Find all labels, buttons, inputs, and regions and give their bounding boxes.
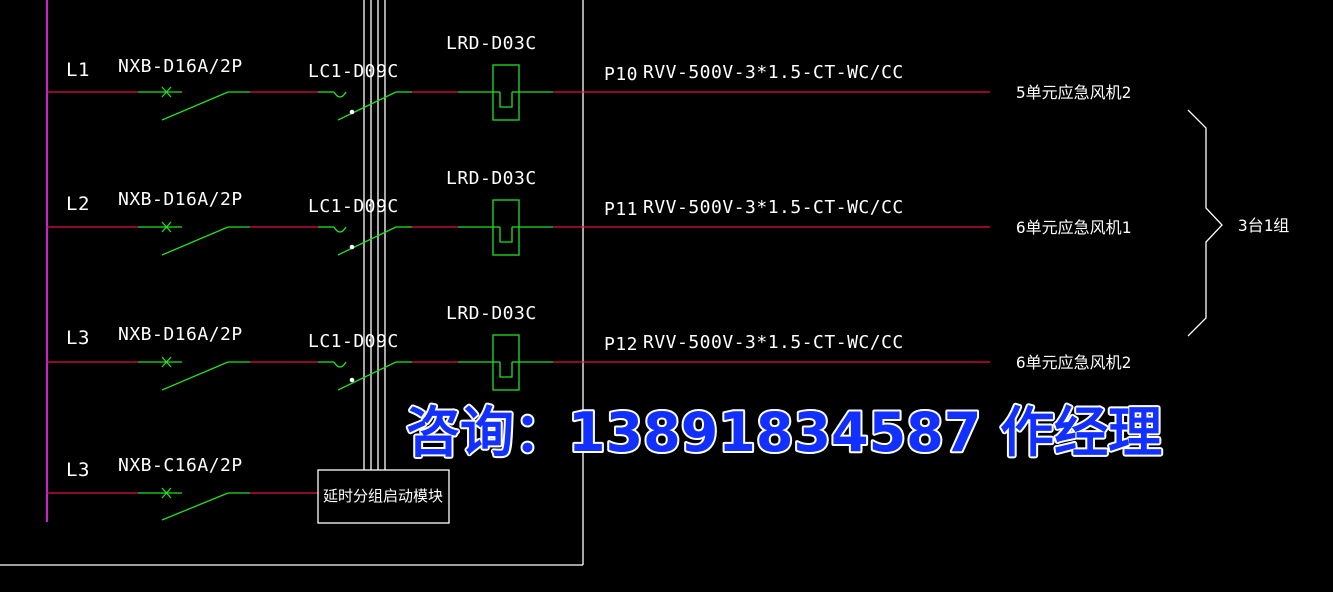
- phase-label: L3: [66, 459, 90, 481]
- panel-frame: [0, 0, 584, 566]
- breaker-symbol: [138, 86, 250, 121]
- contactor-symbol: [318, 361, 412, 391]
- relay-symbol: [458, 64, 553, 121]
- cable-spec: RVV-500V-3*1.5-CT-WC/CC: [643, 197, 904, 218]
- circuit-number: P11: [604, 199, 638, 220]
- load-label: 6单元应急风机1: [1016, 218, 1131, 237]
- module-label: 延时分组启动模块: [323, 487, 443, 505]
- contactor-symbol: [318, 226, 412, 256]
- circuit-number: P12: [604, 334, 638, 355]
- phase-label: L2: [66, 193, 90, 215]
- breaker-label: NXB-D16A/2P: [118, 189, 243, 210]
- relay-symbol: [458, 199, 553, 256]
- contactor-symbol: [318, 91, 412, 121]
- circuit-row: L1 NXB-D16A/2P LC1-D09C LRD-D03C P10 RVV…: [47, 33, 1131, 121]
- breaker-label: NXB-C16A/2P: [118, 455, 243, 476]
- group-bracket: 3台1组: [1187, 109, 1289, 337]
- contact-overlay: 咨询：13891834587 作经理: [406, 401, 1162, 464]
- breaker-symbol: [138, 356, 250, 391]
- breaker-label: NXB-D16A/2P: [118, 324, 243, 345]
- breaker-label: NXB-D16A/2P: [118, 56, 243, 77]
- relay-symbol: [458, 334, 553, 391]
- circuit-number: P10: [604, 64, 638, 85]
- relay-label: LRD-D03C: [446, 168, 537, 189]
- relay-label: LRD-D03C: [446, 303, 537, 324]
- group-label: 3台1组: [1238, 216, 1289, 235]
- contactor-label: LC1-D09C: [308, 196, 399, 217]
- contactor-label: LC1-D09C: [308, 61, 399, 82]
- cable-spec: RVV-500V-3*1.5-CT-WC/CC: [643, 62, 904, 83]
- cable-spec: RVV-500V-3*1.5-CT-WC/CC: [643, 332, 904, 353]
- phase-label: L1: [66, 59, 90, 81]
- circuit-row: L2 NXB-D16A/2P LC1-D09C LRD-D03C P11 RVV…: [47, 168, 1131, 256]
- load-label: 6单元应急风机2: [1016, 353, 1131, 372]
- relay-label: LRD-D03C: [446, 33, 537, 54]
- load-label: 5单元应急风机2: [1016, 83, 1131, 102]
- delay-start-module: 延时分组启动模块: [317, 469, 450, 524]
- circuit-row: L3 NXB-D16A/2P LC1-D09C LRD-D03C P12 RVV…: [47, 303, 1131, 391]
- control-circuit-row: L3 NXB-C16A/2P: [47, 455, 318, 521]
- breaker-symbol: [138, 487, 250, 521]
- phase-label: L3: [66, 327, 90, 349]
- breaker-symbol: [138, 221, 250, 256]
- contactor-label: LC1-D09C: [308, 331, 399, 352]
